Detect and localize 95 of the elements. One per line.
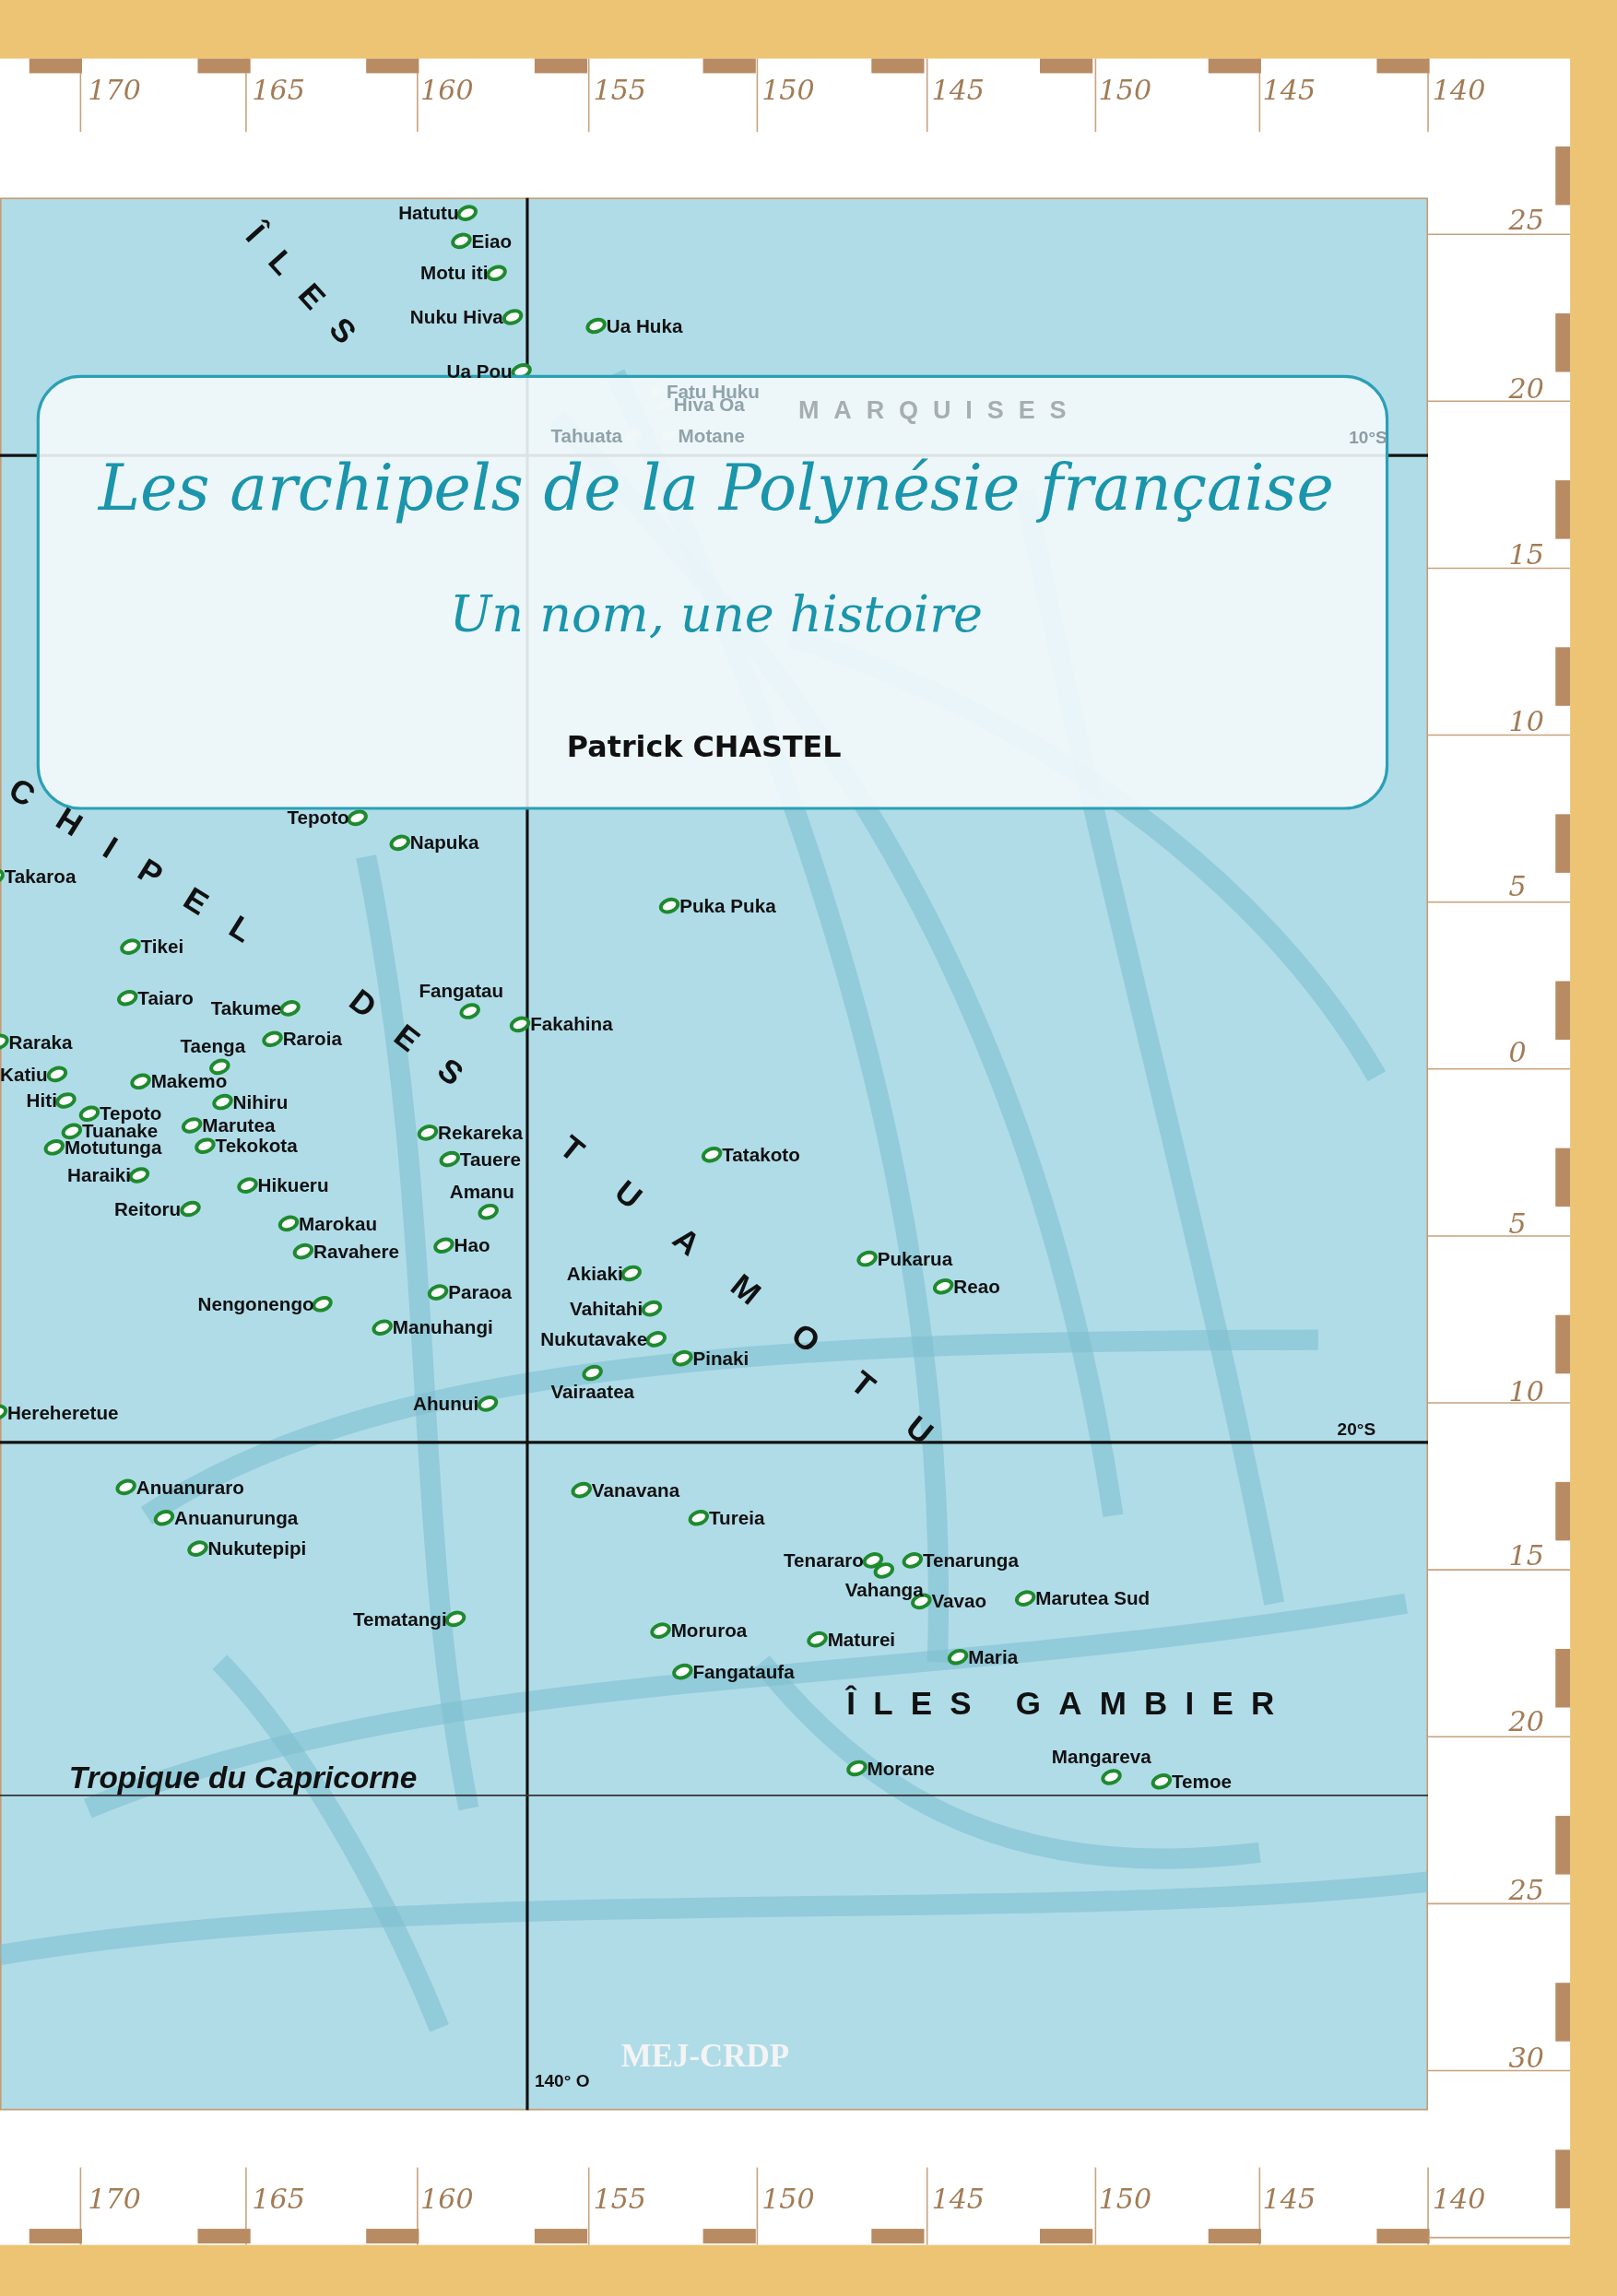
island-name: Maria — [968, 1647, 1019, 1666]
island-name: Anuanuraro — [136, 1478, 244, 1497]
tropic-label: Tropique du Capricorne — [68, 1761, 418, 1793]
island-name: Nihiru — [232, 1092, 289, 1112]
island-name: Raroia — [282, 1029, 342, 1049]
island-name: Haraiki — [67, 1165, 131, 1185]
publisher-name: MEJ-CRDP — [620, 2040, 790, 2073]
island-name: Tauere — [459, 1149, 522, 1169]
scale-number: 160 — [420, 76, 474, 104]
island-name: Motane — [678, 426, 745, 445]
scale-number: 10 — [1508, 707, 1544, 736]
island-name: Fangataufa — [692, 1662, 795, 1681]
scale-number: 140 — [1432, 2184, 1486, 2213]
island-name: Hereheretue — [6, 1403, 119, 1422]
scale-number: 15 — [1508, 1541, 1544, 1571]
island-name: Fakahina — [530, 1015, 613, 1034]
island-name: Motu iti — [420, 264, 489, 283]
scale-number: 165 — [252, 2184, 305, 2213]
island-name: Makemo — [150, 1072, 228, 1091]
island-name: Tureia — [708, 1508, 765, 1528]
scale-number: 145 — [931, 2184, 986, 2213]
island-name: Tematangi — [352, 1609, 447, 1629]
author-name: Patrick CHASTEL — [566, 732, 842, 762]
island-name: Nukutepipi — [207, 1538, 307, 1559]
island-name: Raraka — [8, 1032, 73, 1052]
island-name: Reao — [953, 1277, 1000, 1297]
scale-number: 20 — [1508, 1707, 1544, 1736]
scale-number: 150 — [761, 2184, 815, 2213]
scale-number: 150 — [1098, 76, 1152, 104]
island-name: Anuanurunga — [174, 1508, 299, 1528]
scale-number: 165 — [252, 76, 305, 104]
island-name: Nengonengo — [197, 1294, 314, 1314]
title: Les archipels de la Polynésie française — [96, 451, 1336, 524]
island-name: Manuhangi — [392, 1317, 493, 1337]
island-name: Taenga — [180, 1036, 246, 1056]
island-name: Hikueru — [257, 1175, 329, 1195]
scale-number: 155 — [593, 76, 647, 104]
island-name: Tepoto — [287, 808, 349, 828]
island-name: Hao — [454, 1235, 490, 1255]
island-name: Katiu — [0, 1065, 48, 1084]
scale-number: 5 — [1508, 872, 1527, 901]
scale-number: 5 — [1508, 1209, 1527, 1238]
island-name: Ravahere — [313, 1242, 399, 1261]
scale-number: 10 — [1508, 1378, 1544, 1407]
island-name: Taiaro — [137, 988, 194, 1008]
scale-number: 145 — [931, 76, 986, 104]
scale-number: 140 — [1432, 76, 1486, 104]
island-name: Paraoa — [448, 1282, 513, 1302]
island-name: Motutunga — [64, 1137, 162, 1158]
island-name: Ahunui — [413, 1394, 479, 1414]
subtitle: Un nom, une histoire — [449, 588, 983, 639]
island-name: Rekareka — [438, 1123, 523, 1143]
island-name: Marokau — [299, 1214, 378, 1233]
scale-number: 150 — [761, 76, 815, 104]
island-name: Tenarunga — [922, 1550, 1019, 1571]
island-name: Morane — [867, 1759, 935, 1778]
scale-number: 145 — [1262, 2184, 1316, 2213]
island-name: Takume — [210, 998, 282, 1018]
scale-number: 25 — [1508, 206, 1544, 235]
island-name: Temoe — [1172, 1772, 1233, 1792]
island-name: Tekokota — [215, 1136, 298, 1156]
scale-number: 0 — [1508, 1038, 1527, 1066]
island-name: Mangareva — [1051, 1747, 1151, 1767]
island-name: Hatutu — [398, 203, 459, 223]
island-name: Amanu — [449, 1182, 514, 1201]
island-name: Puka Puka — [679, 896, 776, 915]
island-name: Vavao — [931, 1592, 987, 1611]
island-name: Reitoru — [113, 1199, 182, 1219]
island-name: Hiti — [26, 1090, 57, 1111]
scale-number: 30 — [1508, 2043, 1544, 2073]
island-name: Moruroa — [670, 1620, 748, 1641]
scale-number: 20 — [1508, 374, 1544, 403]
scale-number: 25 — [1508, 1876, 1544, 1904]
island-name: Tepoto — [100, 1103, 162, 1124]
island-name: Ua Huka — [606, 316, 683, 336]
island-name: Tenararo — [784, 1550, 864, 1571]
island-name: Maturei — [827, 1630, 896, 1649]
island-name: Nuku Hiva — [409, 307, 503, 327]
scale-number: 160 — [420, 2184, 474, 2213]
latitude-label: 20°S — [1337, 1420, 1376, 1439]
latitude-label: 140° O — [534, 2072, 590, 2090]
island-name: Marutea Sud — [1035, 1588, 1151, 1608]
scale-number: 170 — [88, 2184, 141, 2213]
island-name: Marutea — [202, 1115, 276, 1136]
scale-number: 15 — [1508, 540, 1544, 569]
scale-number: 150 — [1098, 2184, 1152, 2213]
archipelago-name: MARQUISES — [797, 398, 1081, 424]
island-name: Napuka — [409, 833, 479, 853]
island-name: Vanavana — [591, 1480, 680, 1500]
island-name: Eiao — [471, 231, 513, 251]
island-name: Vahanga — [844, 1580, 924, 1599]
scale-number: 145 — [1262, 76, 1316, 104]
scale-number: 155 — [593, 2184, 647, 2213]
island-name: Tahuata — [550, 426, 623, 445]
scale-number: 170 — [88, 76, 141, 104]
